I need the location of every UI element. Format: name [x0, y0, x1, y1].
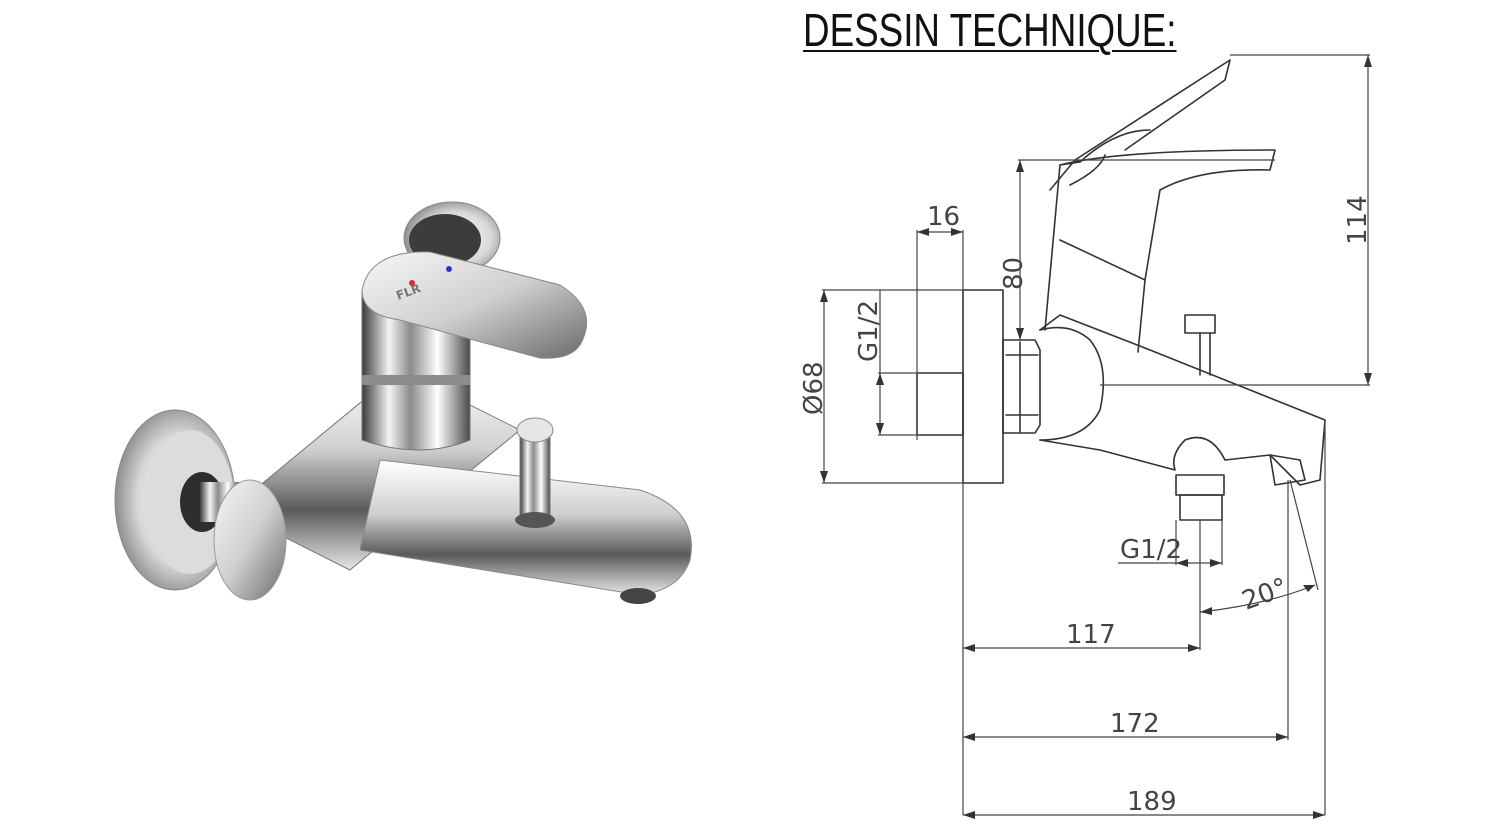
dim-g12-bottom: G1/2 — [1120, 535, 1182, 565]
dim-117: 117 — [1066, 620, 1116, 650]
dim-114: 114 — [1343, 195, 1373, 245]
dim-80: 80 — [999, 257, 1029, 290]
dim-angle-20: 20° — [1238, 573, 1292, 617]
dim-189: 189 — [1127, 787, 1177, 817]
dim-diameter-68: Ø68 — [799, 361, 829, 415]
page-title: DESSIN TECHNIQUE: — [803, 4, 1177, 56]
dim-g12-left: G1/2 — [854, 300, 884, 362]
dim-172: 172 — [1110, 709, 1160, 739]
bath-mixer-photo: FLR — [114, 201, 692, 604]
dim-16: 16 — [927, 202, 960, 232]
